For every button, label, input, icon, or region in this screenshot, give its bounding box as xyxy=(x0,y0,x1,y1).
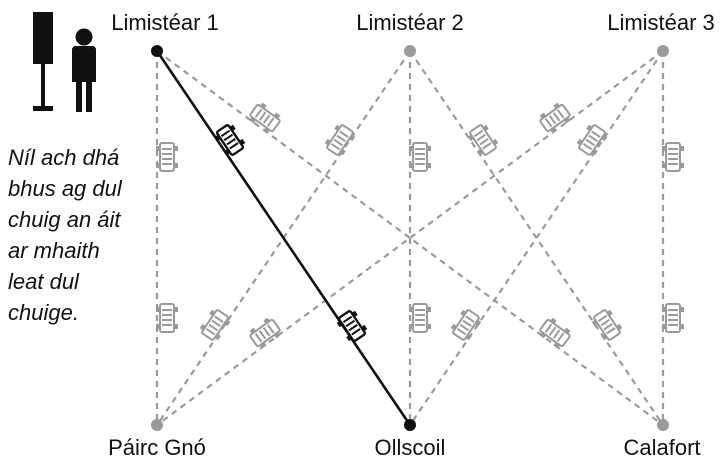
bus-icon xyxy=(589,306,625,344)
stop-node-top2[interactable] xyxy=(404,45,416,57)
route-top3-bot1 xyxy=(156,50,664,426)
caption-line: Níl ach dhá xyxy=(8,145,120,170)
stop-label-top1: Limistéar 1 xyxy=(111,10,219,35)
caption-line: bhus ag dul xyxy=(8,176,122,201)
bus-icon xyxy=(246,314,284,352)
stop-nodes xyxy=(151,45,669,431)
stop-label-top2: Limistéar 2 xyxy=(356,10,464,35)
stop-node-bot2[interactable] xyxy=(404,419,416,431)
active-buses xyxy=(211,121,371,345)
bus-icon xyxy=(155,303,179,333)
route-top1-bot3 xyxy=(156,50,664,426)
bus-icon xyxy=(661,303,685,333)
bus-icon xyxy=(448,306,484,344)
stop-node-bot3[interactable] xyxy=(657,419,669,431)
bus-icon xyxy=(155,142,179,172)
bus-icon xyxy=(536,314,574,352)
caption-line: leat dul xyxy=(8,269,79,294)
bus-icon xyxy=(408,303,432,333)
bus-stop-sign-icon xyxy=(33,12,53,111)
bus-icon xyxy=(333,307,371,345)
bus-icon xyxy=(661,142,685,172)
bus-icon xyxy=(246,99,284,137)
stop-label-bot1: Páirc Gnó xyxy=(108,435,206,460)
route-top3-bot2 xyxy=(409,50,664,426)
bus-icon xyxy=(322,121,358,159)
inactive-routes xyxy=(155,50,665,426)
active-route-top1-bot2 xyxy=(155,50,412,426)
stop-label-bot2: Ollscoil xyxy=(375,435,446,460)
caption-line: chuig an áit xyxy=(8,207,121,232)
caption-line: ar mhaith xyxy=(8,238,100,263)
stop-node-top1[interactable] xyxy=(151,45,163,57)
bus-icon xyxy=(197,306,233,344)
bus-icon xyxy=(536,99,574,137)
bus-icon xyxy=(574,121,610,159)
bus-icon xyxy=(465,121,501,159)
stop-node-bot1[interactable] xyxy=(151,419,163,431)
stop-node-top3[interactable] xyxy=(657,45,669,57)
stop-label-top3: Limistéar 3 xyxy=(607,10,715,35)
bus-icon xyxy=(211,121,249,159)
caption-line: chuige. xyxy=(8,300,79,325)
caption: Níl ach dhá bhus ag dul chuig an áit ar … xyxy=(8,142,158,328)
person-icon xyxy=(72,28,96,112)
stop-label-bot3: Calafort xyxy=(623,435,700,460)
bus-icon xyxy=(408,142,432,172)
